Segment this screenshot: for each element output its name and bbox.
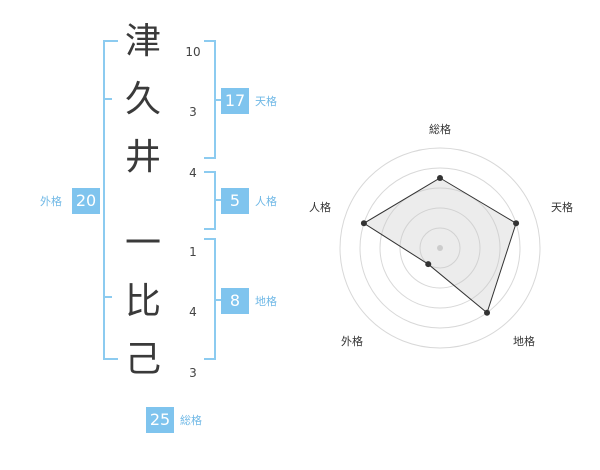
name-char-1: 津 — [124, 21, 161, 62]
radar-point-0 — [437, 175, 443, 181]
name-char-2: 久 — [124, 79, 161, 120]
radar-point-4 — [360, 220, 367, 227]
radar-grid-ring — [399, 207, 481, 289]
name-char-6: 己 — [124, 339, 161, 380]
radar-grid-ring — [379, 187, 501, 309]
chikaku-value: 8 — [221, 288, 249, 314]
radar-center-dot — [437, 245, 443, 251]
name-char-3: 井 — [124, 137, 161, 178]
radar-axis-label-gaikaku: 外格 — [341, 335, 363, 348]
jinkaku-value: 5 — [221, 188, 249, 214]
stroke-count-3: 4 — [189, 166, 197, 180]
radar-grid-ring — [339, 147, 541, 349]
stroke-count-5: 4 — [189, 305, 197, 319]
tenkaku-label: 天格 — [255, 95, 277, 108]
gaikaku-label: 外格 — [40, 195, 62, 208]
radar-grid-ring — [419, 227, 461, 269]
radar-grid-ring — [359, 167, 521, 329]
chikaku-label: 地格 — [255, 295, 277, 308]
radar-axis-label-chikaku: 地格 — [513, 335, 535, 348]
radar-point-1 — [513, 220, 520, 227]
stroke-count-6: 3 — [189, 366, 197, 380]
soukaku-label: 総格 — [180, 414, 202, 427]
tenkaku-value: 17 — [221, 88, 249, 114]
stroke-count-4: 1 — [189, 245, 197, 259]
radar-point-3 — [425, 261, 432, 268]
jinkaku-label: 人格 — [255, 195, 277, 208]
soukaku-value: 25 — [146, 407, 174, 433]
radar-axis-label-jinkaku: 人格 — [309, 201, 331, 214]
name-char-4: 一 — [124, 223, 161, 264]
radar-axis-label-soukaku: 総格 — [429, 123, 451, 136]
gaikaku-value: 20 — [72, 188, 100, 214]
radar-axis-label-tenkaku: 天格 — [551, 201, 573, 214]
stroke-count-1: 10 — [185, 45, 201, 59]
radar-point-2 — [484, 309, 491, 316]
name-char-5: 比 — [124, 281, 161, 322]
stroke-count-2: 3 — [189, 105, 197, 119]
